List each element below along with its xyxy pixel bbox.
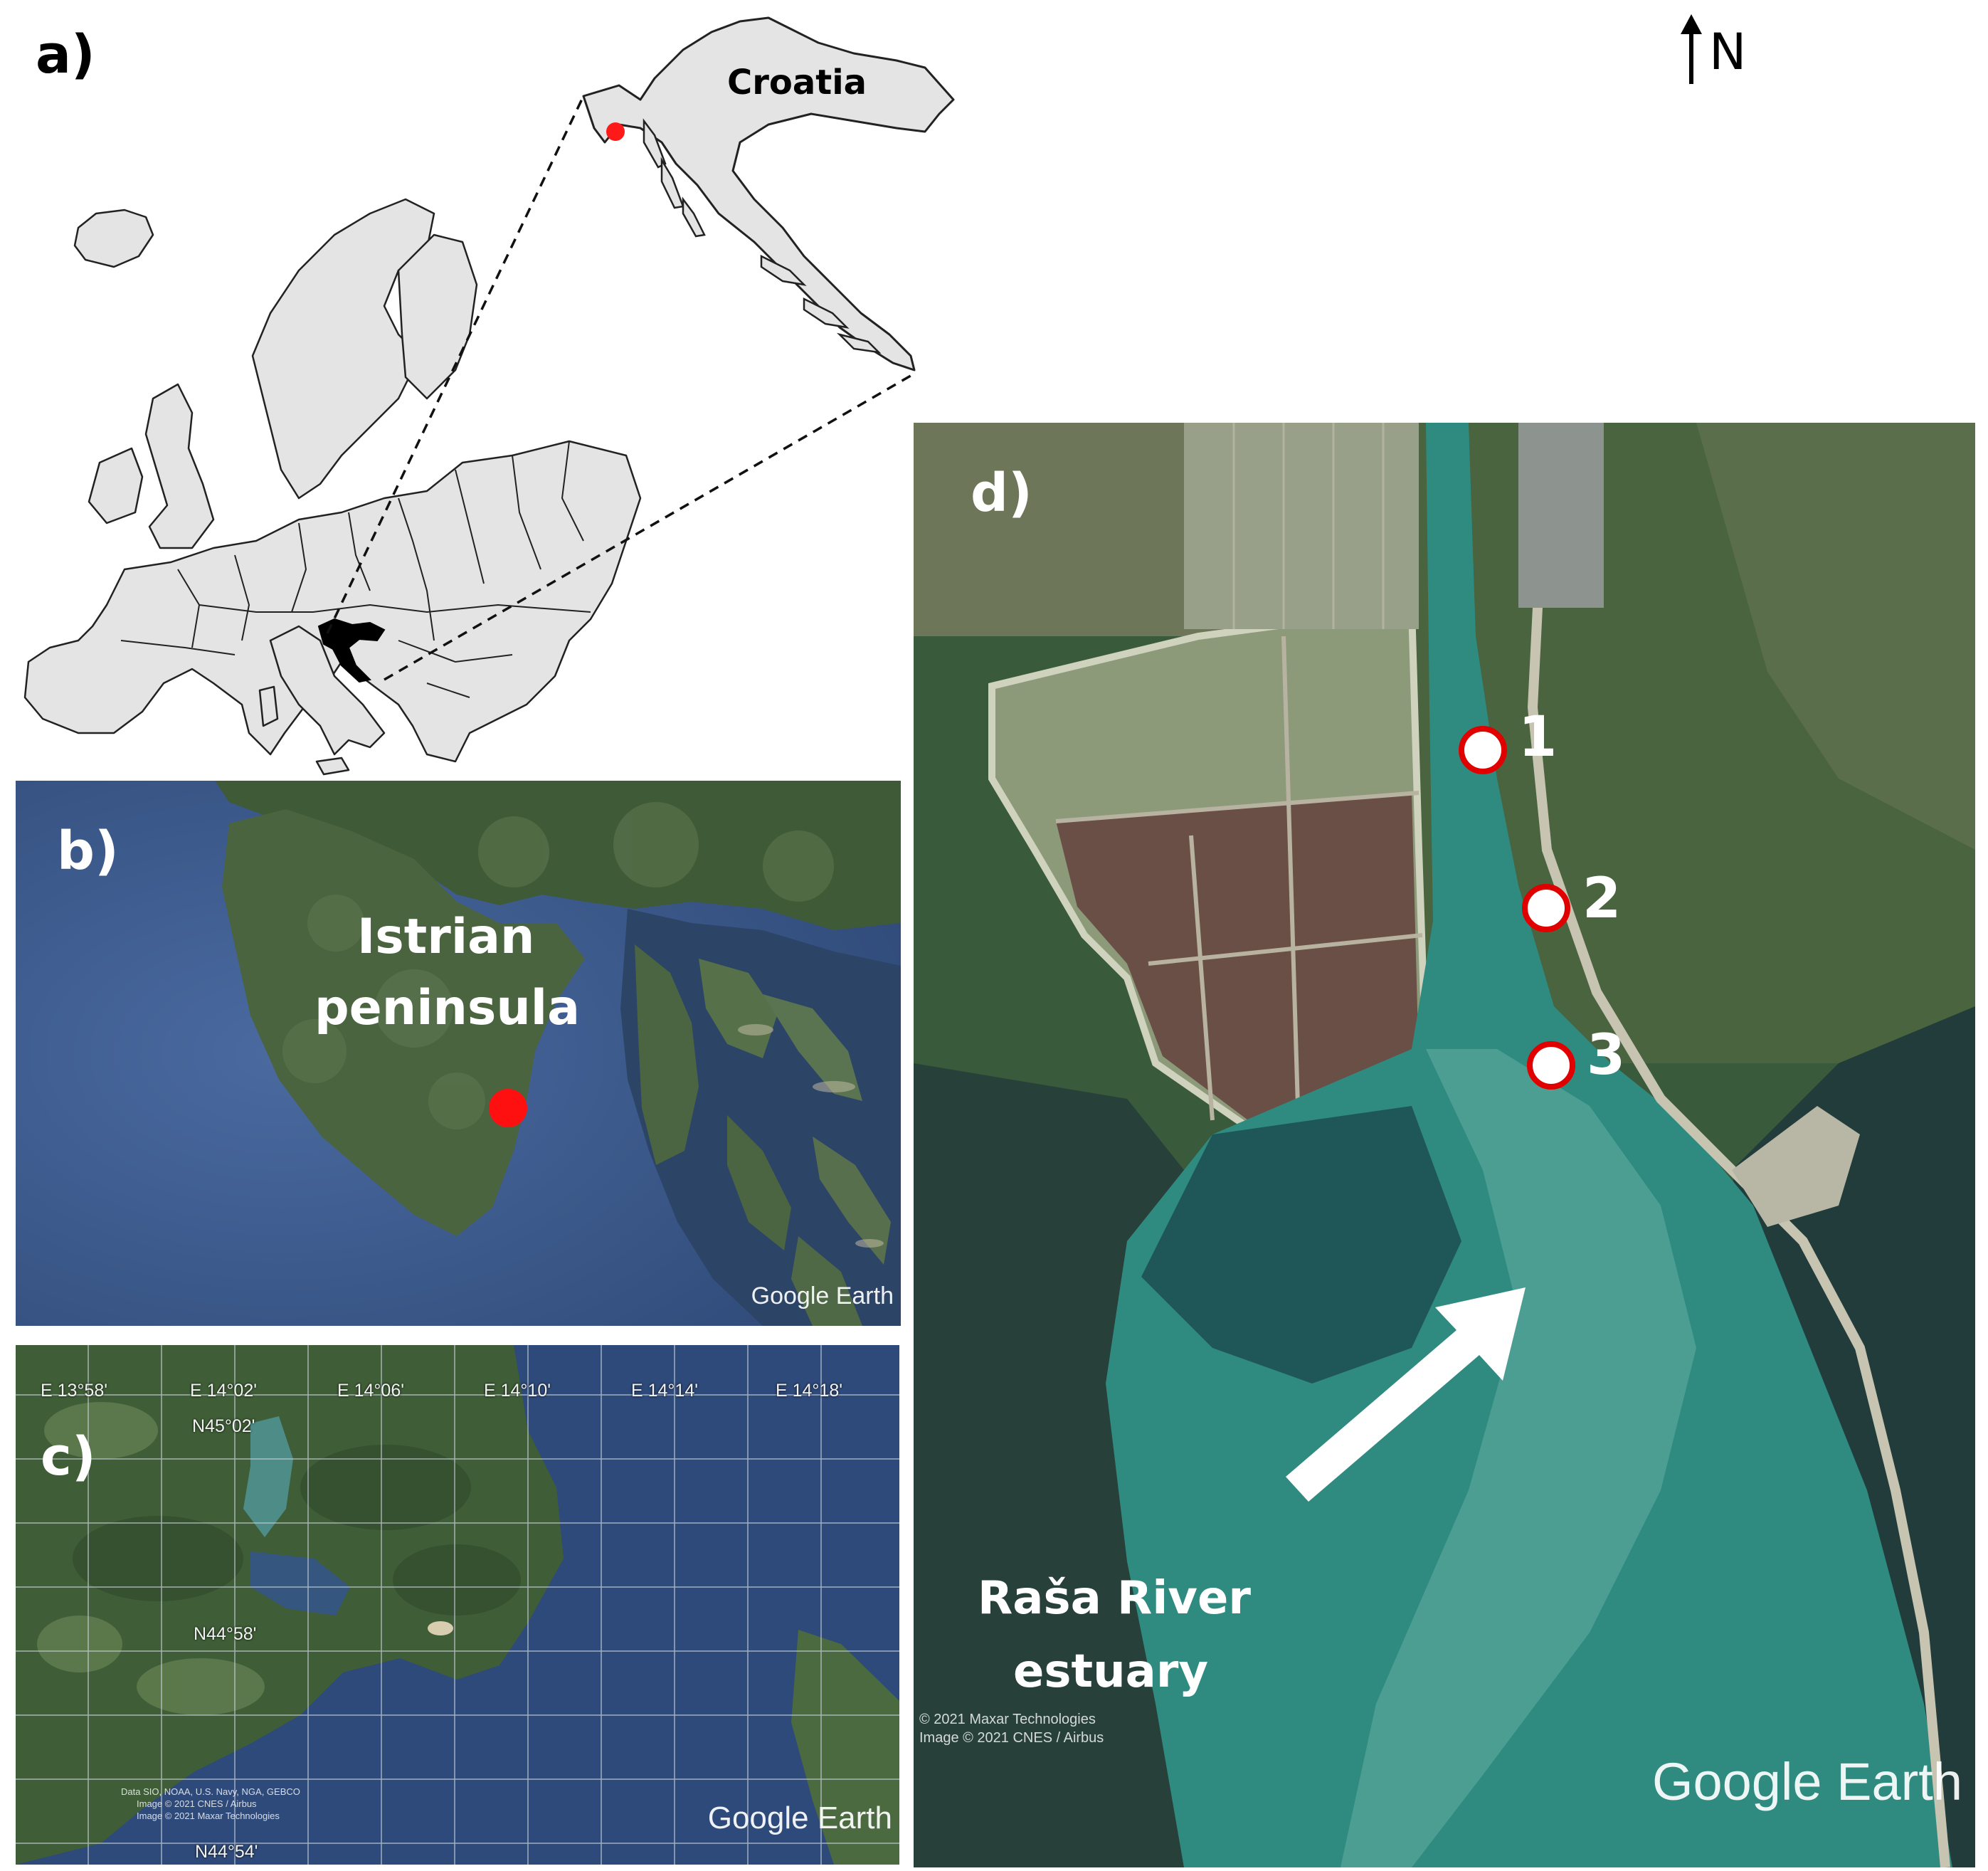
attribution-c-1: Data SIO, NOAA, U.S. Navy, NGA, GEBCO <box>121 1786 300 1797</box>
ireland-shape <box>88 447 144 525</box>
lon-label-1: E 13°58' <box>41 1381 108 1401</box>
estuary-satellite-image <box>914 423 1975 1867</box>
north-label: N <box>1709 23 1747 81</box>
graticule-satellite-image <box>16 1345 899 1865</box>
site-label-2: 2 <box>1582 867 1622 931</box>
lon-label-2: E 14°02' <box>190 1381 258 1401</box>
scandinavia-shape <box>251 198 435 500</box>
attribution-d-1: © 2021 Maxar Technologies <box>919 1712 1096 1727</box>
istrian-label-line2: peninsula <box>314 980 581 1036</box>
mainland-europe-shape <box>23 440 642 763</box>
sicily-shape <box>315 757 350 776</box>
finland-shape <box>397 233 478 400</box>
google-earth-watermark-d: Google Earth <box>1651 1752 1962 1811</box>
site-marker-1 <box>1459 726 1507 774</box>
lon-label-3: E 14°06' <box>337 1381 405 1401</box>
croatia-highlight-shape <box>317 618 386 683</box>
panel-d-label: d) <box>971 463 1032 524</box>
lat-label-2: N44°58' <box>194 1624 257 1644</box>
panel-a: a) <box>0 0 996 776</box>
north-arrow: N <box>1674 13 1773 91</box>
panel-a-label: a) <box>36 24 95 85</box>
study-site-marker-a <box>606 122 625 141</box>
lat-label-1: N45°02' <box>192 1416 255 1436</box>
iceland-shape <box>73 209 154 268</box>
panel-b-label: b) <box>57 821 119 882</box>
site-label-3: 3 <box>1587 1023 1626 1087</box>
istria-satellite-image <box>16 781 901 1326</box>
attribution-c-3: Image © 2021 Maxar Technologies <box>137 1811 280 1821</box>
lat-label-3: N44°54' <box>195 1842 258 1862</box>
site-marker-3 <box>1527 1041 1575 1090</box>
estuary-label-line2: estuary <box>1013 1645 1209 1698</box>
north-arrow-icon <box>1681 14 1702 84</box>
estuary-label-line1: Raša River <box>978 1572 1251 1625</box>
google-earth-watermark-b: Google Earth <box>751 1282 894 1309</box>
study-site-marker-b <box>489 1089 527 1127</box>
europe-map <box>23 16 955 776</box>
great-britain-shape <box>144 383 215 549</box>
site-marker-2 <box>1522 884 1570 932</box>
lon-label-6: E 14°18' <box>776 1381 843 1401</box>
flow-arrow-icon <box>1286 1287 1526 1502</box>
panel-d: d) 1 2 3 Raša River estuary © 2021 Maxar… <box>914 423 1975 1867</box>
sardinia-shape <box>258 685 279 727</box>
google-earth-watermark-c: Google Earth <box>707 1801 892 1835</box>
site-label-1: 1 <box>1518 705 1558 769</box>
istrian-label-line1: Istrian <box>357 909 535 965</box>
attribution-c-2: Image © 2021 CNES / Airbus <box>137 1798 257 1809</box>
panel-c-label: c) <box>41 1426 96 1487</box>
panel-b: b) Istrian peninsula Google Earth <box>16 781 901 1326</box>
lon-label-5: E 14°14' <box>631 1381 699 1401</box>
panel-c: E 13°58' E 14°02' E 14°06' E 14°10' E 14… <box>16 1345 899 1865</box>
croatia-zoom-shape <box>582 16 955 371</box>
lon-label-4: E 14°10' <box>484 1381 551 1401</box>
croatia-label: Croatia <box>727 63 867 102</box>
attribution-d-2: Image © 2021 CNES / Airbus <box>919 1730 1104 1746</box>
connector-line-top <box>326 95 585 634</box>
italy-shape <box>269 625 386 756</box>
